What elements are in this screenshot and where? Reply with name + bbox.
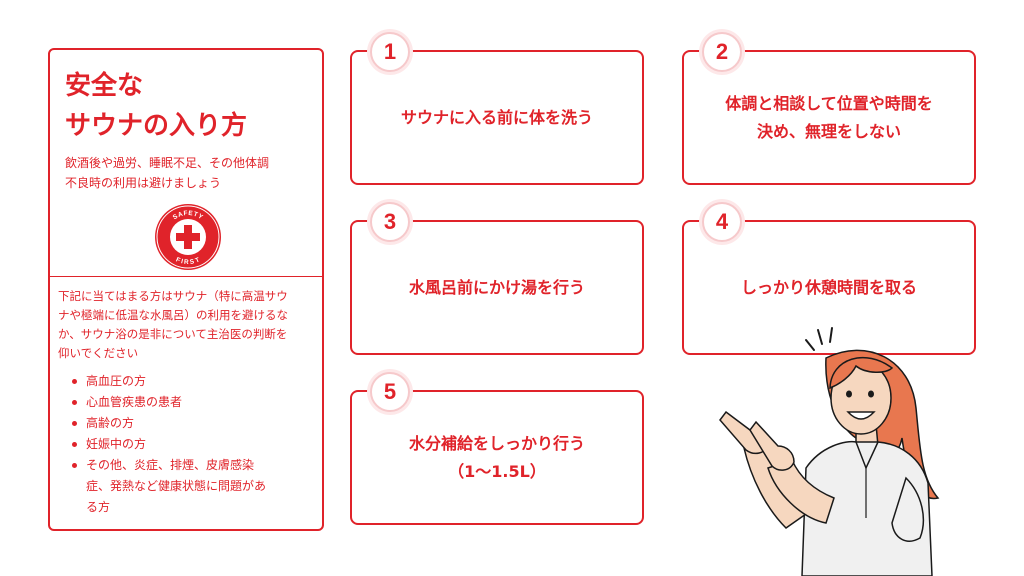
divider <box>50 276 322 277</box>
step-text: 体調と相談して位置や時間を 決め、無理をしない <box>725 93 933 141</box>
intro-line-1: 飲酒後や過労、睡眠不足、その他体調 <box>65 156 270 170</box>
step-card-5: 5 水分補給をしっかり行う （1〜1.5L） <box>350 372 644 525</box>
list-item: 高血圧の方 <box>72 371 322 392</box>
excitement-marks-icon <box>805 327 833 351</box>
svg-text:FIRST: FIRST <box>175 256 201 266</box>
advice-line-4: 仰いでください <box>58 346 139 360</box>
safety-first-badge-icon: SAFETY FIRST <box>155 204 221 270</box>
list-item: 妊娠中の方 <box>72 434 322 455</box>
list-item: 高齢の方 <box>72 413 322 434</box>
risk-group-list: 高血圧の方 心血管疾患の患者 高齢の方 妊娠中の方 その他、炎症、排煙、皮膚感染… <box>72 371 322 518</box>
intro-line-2: 不良時の利用は避けましょう <box>65 176 222 190</box>
step-card-3: 3 水風呂前にかけ湯を行う <box>350 202 644 355</box>
step-text: サウナに入る前に体を洗う <box>400 107 593 127</box>
step-number-badge: 3 <box>370 202 410 242</box>
advice-line-3: か、サウナ浴の是非について主治医の判断を <box>58 327 288 341</box>
list-item: 心血管疾患の患者 <box>72 392 322 413</box>
step-number-badge: 4 <box>702 202 742 242</box>
title-line-2: サウナの入り方 <box>65 111 248 141</box>
page-title: 安全な サウナの入り方 <box>65 66 315 146</box>
step-text: 水分補給をしっかり行う （1〜1.5L） <box>408 433 585 481</box>
advice-line-1: 下記に当てはまる方はサウナ（特に高温サウ <box>58 289 288 303</box>
step-number-badge: 5 <box>370 372 410 412</box>
title-line-1: 安全な <box>65 71 144 101</box>
step-card-1: 1 サウナに入る前に体を洗う <box>350 32 644 185</box>
list-item: その他、炎症、排煙、皮膚感染 症、発熱など健康状態に問題があ る方 <box>72 455 322 518</box>
advice-text: 下記に当てはまる方はサウナ（特に高温サウ ナや極端に低温な水風呂）の利用を避ける… <box>58 287 320 363</box>
step-number-badge: 2 <box>702 32 742 72</box>
advice-line-2: ナや極端に低温な水風呂）の利用を避けるな <box>58 308 288 322</box>
pointing-woman-illustration <box>719 327 940 576</box>
step-text: しっかり休憩時間を取る <box>740 277 917 297</box>
intro-text: 飲酒後や過労、睡眠不足、その他体調 不良時の利用は避けましょう <box>65 153 315 193</box>
step-text: 水風呂前にかけ湯を行う <box>408 277 585 297</box>
safety-info-card: 安全な サウナの入り方 飲酒後や過労、睡眠不足、その他体調 不良時の利用は避けま… <box>48 48 324 531</box>
step-card-2: 2 体調と相談して位置や時間を 決め、無理をしない <box>682 32 976 185</box>
step-card-4: 4 しっかり休憩時間を取る <box>682 202 976 355</box>
step-number-badge: 1 <box>370 32 410 72</box>
svg-text:SAFETY: SAFETY <box>172 210 205 221</box>
